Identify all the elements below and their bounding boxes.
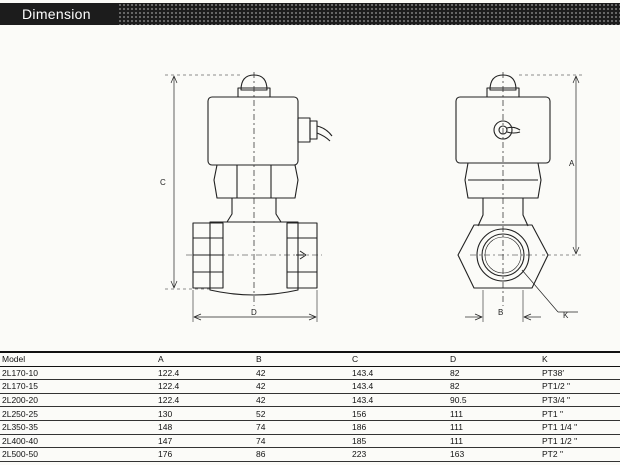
table-cell: 52	[254, 406, 350, 421]
table-cell: PT1 "	[540, 406, 620, 421]
table-cell: 42	[254, 366, 350, 381]
table-row: 2L200-20 122.4 42 143.4 90.5 PT3/4 "	[0, 393, 620, 408]
table-cell: 2L200-20	[0, 393, 156, 408]
front-valve-body	[209, 221, 299, 296]
front-coil	[207, 96, 299, 166]
table-header-row: Model A B C D K	[0, 350, 620, 367]
dimension-header: Dimension	[0, 3, 620, 25]
front-right-port	[286, 222, 318, 289]
table-cell: 143.4	[350, 393, 448, 408]
table-cell: 42	[254, 393, 350, 408]
front-body-neck	[226, 198, 282, 223]
column-header: B	[254, 350, 350, 367]
table-cell: 130	[156, 406, 254, 421]
column-header: D	[448, 350, 540, 367]
column-header: A	[156, 350, 254, 367]
table-cell: 2L400-40	[0, 434, 156, 449]
drawing-svg: C D A B K	[160, 72, 582, 322]
table-cell: 185	[350, 434, 448, 449]
table-cell: 147	[156, 434, 254, 449]
table-cell: 86	[254, 447, 350, 462]
side-port-hex	[457, 224, 549, 289]
dimension-label-d: D	[251, 308, 257, 317]
column-header: C	[350, 350, 448, 367]
column-header: Model	[0, 350, 156, 367]
table-cell: 122.4	[156, 366, 254, 381]
side-view	[455, 72, 582, 322]
side-hex-nut	[464, 162, 542, 199]
table-cell: 42	[254, 379, 350, 394]
table-cell: 143.4	[350, 379, 448, 394]
table-cell: 156	[350, 406, 448, 421]
table-cell: PT1 1/4 "	[540, 420, 620, 435]
table-cell: 111	[448, 434, 540, 449]
table-cell: PT38′	[540, 366, 620, 381]
table-row: 2L350-35 148 74 186 111 PT1 1/4 "	[0, 420, 620, 435]
dimension-label-a: A	[569, 159, 575, 168]
front-hex-nut	[213, 164, 299, 199]
table-cell: 111	[448, 406, 540, 421]
column-header: K	[540, 350, 620, 367]
table-cell: 122.4	[156, 393, 254, 408]
table-cell: 74	[254, 420, 350, 435]
table-cell: PT1/2 "	[540, 379, 620, 394]
table-cell: 111	[448, 420, 540, 435]
side-lead-wire	[506, 126, 521, 134]
front-connector	[297, 117, 311, 143]
table-cell: 2L170-15	[0, 379, 156, 394]
header-dot-pattern	[118, 3, 620, 25]
table-row: 2L400-40 147 74 185 111 PT1 1/2 "	[0, 434, 620, 449]
side-port-inner	[481, 233, 525, 277]
table-cell: 186	[350, 420, 448, 435]
side-top-cap	[489, 74, 517, 91]
table-cell: 148	[156, 420, 254, 435]
front-top-cap	[240, 74, 268, 91]
header-title: Dimension	[22, 6, 91, 22]
front-connector-plug	[309, 120, 318, 140]
front-view	[165, 72, 333, 322]
table-cell: PT1 1/2 "	[540, 434, 620, 449]
table-cell: 2L500-50	[0, 447, 156, 462]
table-cell: 122.4	[156, 379, 254, 394]
dimension-label-c: C	[160, 178, 166, 187]
table-row: 2L500-50 176 86 223 163 PT2 "	[0, 447, 620, 462]
table-cell: 82	[448, 366, 540, 381]
table-cell: 90.5	[448, 393, 540, 408]
side-body-neck	[477, 198, 529, 227]
table-cell: PT2 "	[540, 447, 620, 462]
spec-table: Model A B C D K 2L170-10 122.4 42 143.4 …	[0, 350, 620, 462]
table-cell: 176	[156, 447, 254, 462]
table-row: 2L250-25 130 52 156 111 PT1 "	[0, 406, 620, 421]
table-cell: 74	[254, 434, 350, 449]
table-cell: 223	[350, 447, 448, 462]
front-lead-wire-2	[316, 132, 331, 142]
table-row: 2L170-15 122.4 42 143.4 82 PT1/2 "	[0, 379, 620, 394]
table-cell: 2L170-10	[0, 366, 156, 381]
table-row: 2L170-10 122.4 42 143.4 82 PT38′	[0, 366, 620, 381]
table-cell: 163	[448, 447, 540, 462]
dimension-label-k: K	[563, 311, 569, 320]
table-cell: 2L350-35	[0, 420, 156, 435]
table-cell: 82	[448, 379, 540, 394]
dimension-label-b: B	[498, 308, 503, 317]
leader-line-k	[521, 269, 559, 313]
front-lead-wire-1	[316, 125, 333, 137]
table-cell: 143.4	[350, 366, 448, 381]
valve-dimension-drawing: C D A B K	[0, 28, 620, 350]
table-cell: PT3/4 "	[540, 393, 620, 408]
table-cell: 2L250-25	[0, 406, 156, 421]
side-connector	[493, 120, 513, 140]
